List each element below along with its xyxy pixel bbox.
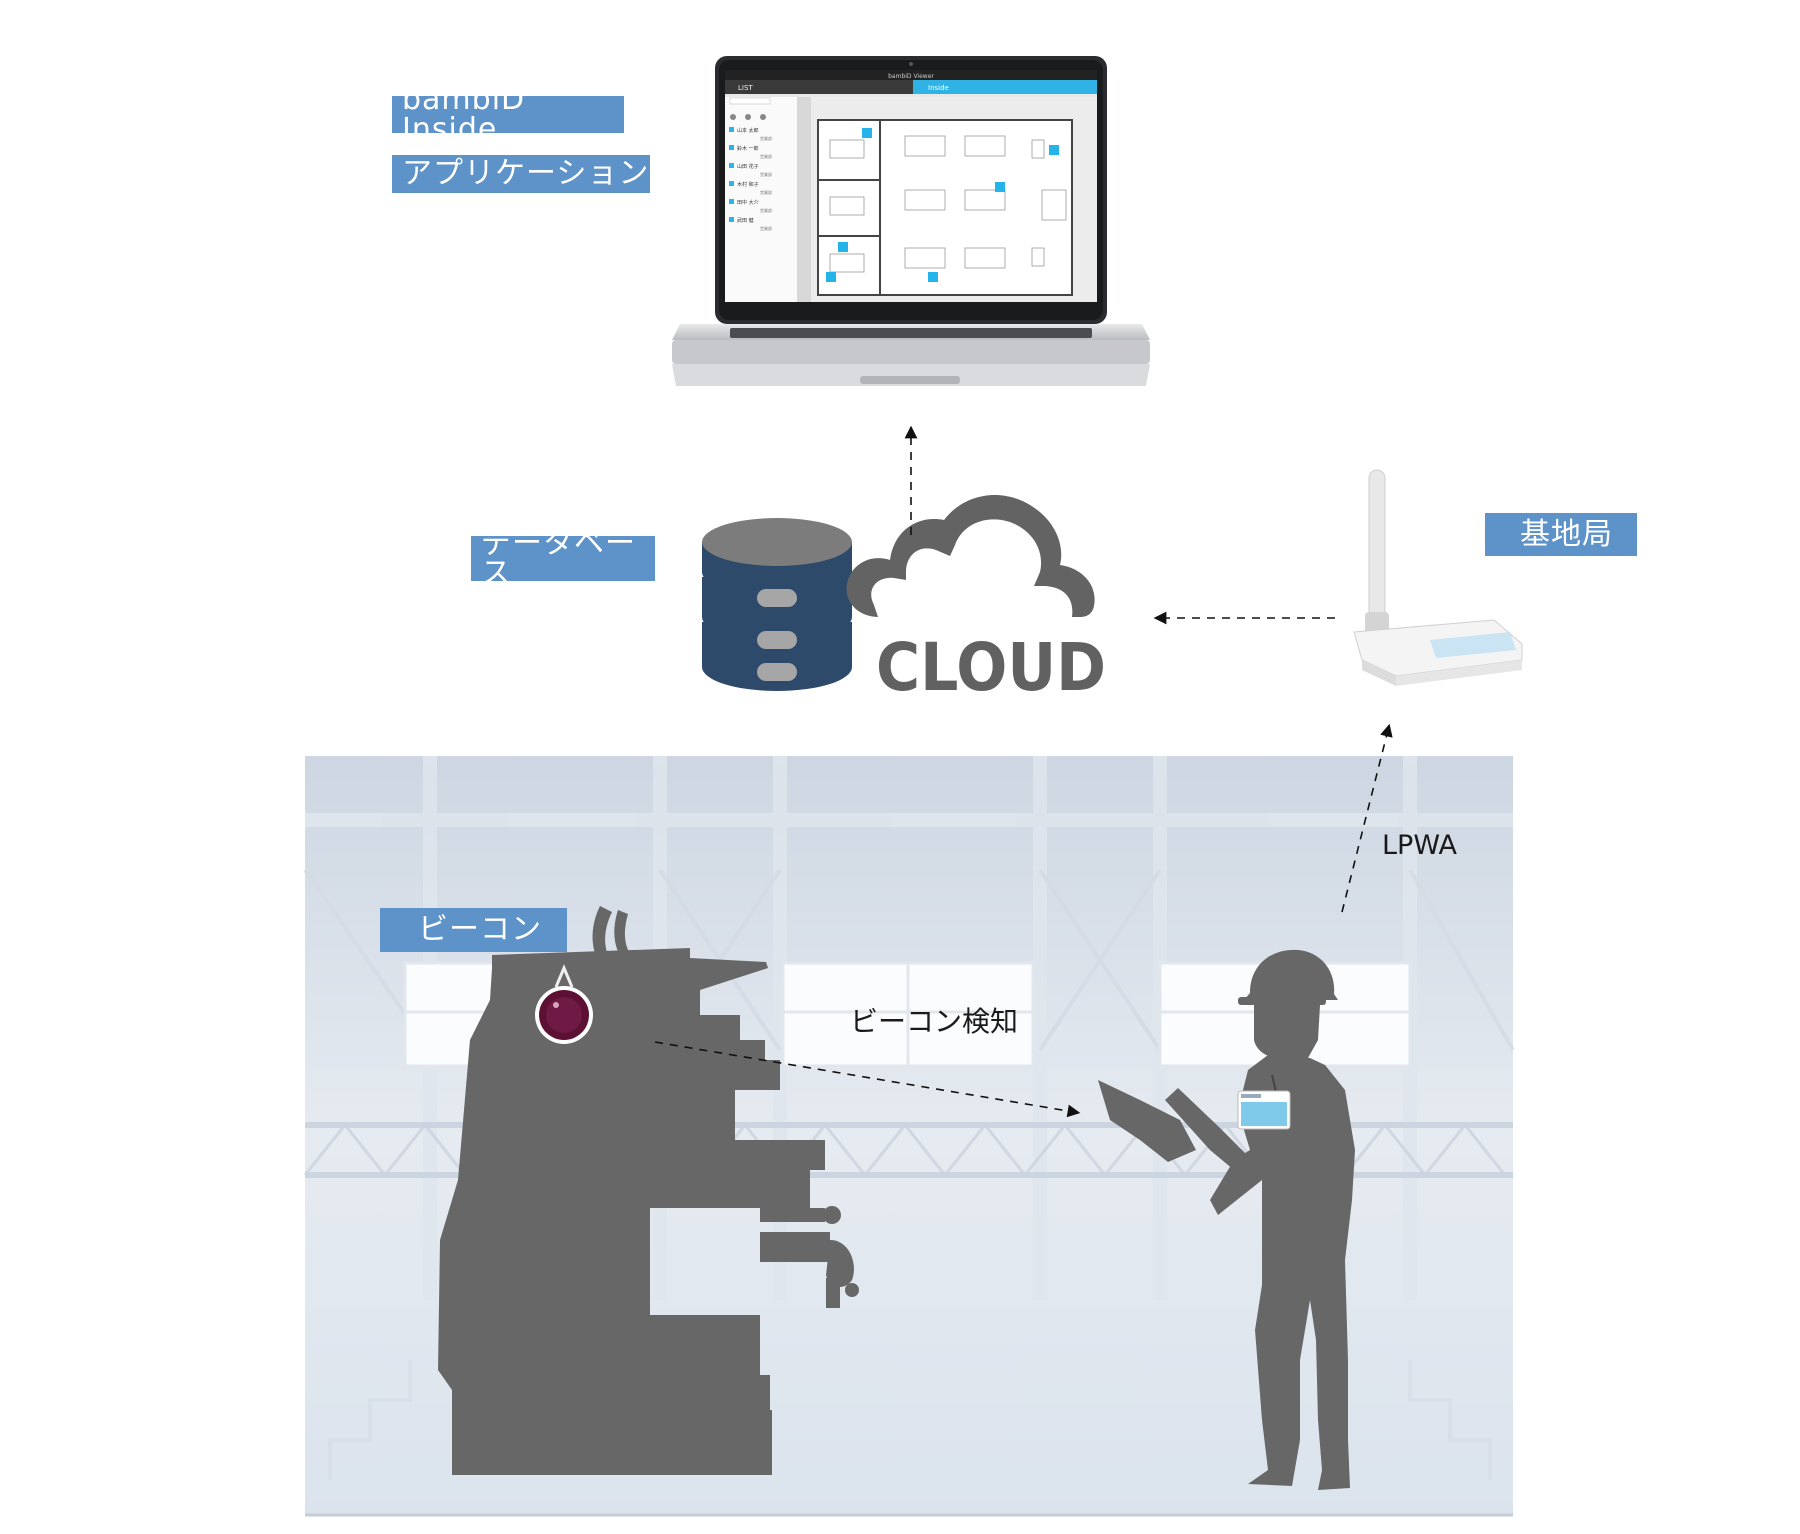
person-name: 山本 太郎 — [737, 127, 759, 134]
person-name: 武田 健 — [737, 217, 754, 224]
beacon-label: ビーコン — [380, 908, 567, 952]
badge-icon — [1237, 1074, 1291, 1130]
person-name: 鈴木 一郎 — [737, 145, 759, 152]
base-station-label: 基地局 — [1485, 513, 1637, 556]
tab-list: LIST — [738, 84, 753, 92]
arrows — [654, 425, 1393, 1118]
cloud-icon: CLOUD — [846, 495, 1106, 706]
lpwa-label: LPWA — [1382, 830, 1458, 861]
cloud-label: CLOUD — [876, 629, 1106, 706]
app-label-line2: アプリケーション — [392, 155, 650, 193]
person-name: 木村 和子 — [737, 181, 759, 188]
person-icon — [729, 163, 734, 168]
person-icon — [729, 181, 734, 186]
database-icon — [702, 518, 852, 691]
person-dept: 営業部 — [760, 207, 772, 213]
person-dept: 営業部 — [760, 189, 772, 195]
person-icon — [729, 199, 734, 204]
database-label: データベース — [471, 528, 655, 588]
person-name: 田中 大介 — [737, 199, 759, 206]
beacon-detect-label: ビーコン検知 — [850, 1005, 1019, 1038]
arrow-beacon-detect — [654, 1041, 1081, 1118]
person-icon — [729, 217, 734, 222]
machine-icon — [438, 906, 859, 1475]
app-label-line1: bambiD Inside — [392, 84, 624, 144]
person-dept: 営業部 — [760, 225, 772, 231]
beacon-icon — [535, 964, 593, 1044]
person-name: 山田 花子 — [737, 163, 759, 170]
worker-icon — [1165, 949, 1355, 1490]
person-dept: 営業部 — [760, 171, 772, 177]
antenna-icon — [1353, 469, 1523, 686]
person-icon — [729, 127, 734, 132]
paper-icon — [1098, 1080, 1196, 1162]
person-dept: 営業部 — [760, 153, 772, 159]
person-icon — [729, 145, 734, 150]
tab-inside: Inside — [928, 84, 949, 92]
arrow-worker-to-station — [1341, 723, 1393, 913]
screen-title: bambiD Viewer — [888, 73, 934, 80]
person-dept: 営業部 — [760, 135, 772, 141]
